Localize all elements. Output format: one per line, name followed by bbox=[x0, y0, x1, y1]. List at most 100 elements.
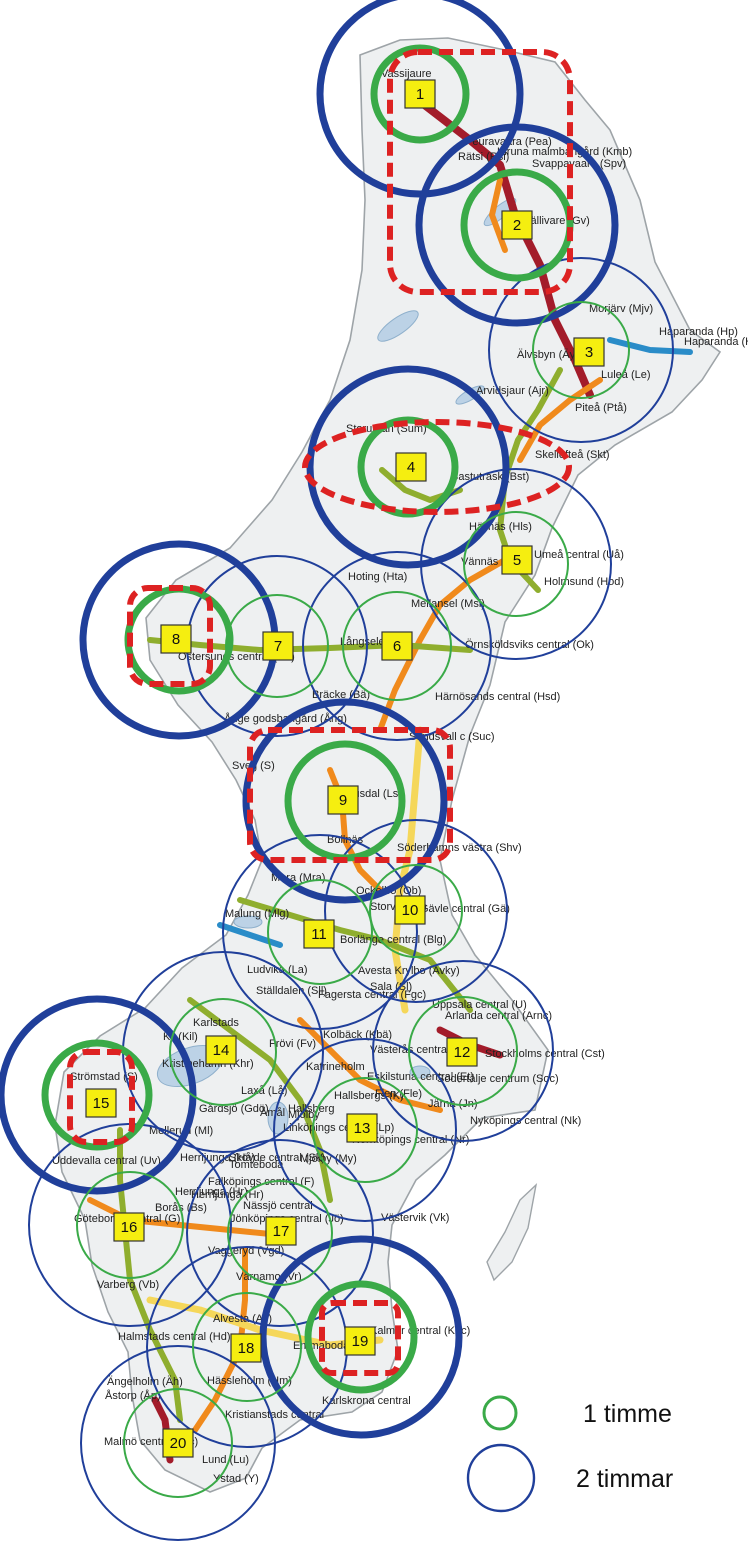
region-marker: 13 bbox=[346, 1113, 378, 1143]
region-box bbox=[162, 1428, 194, 1458]
one-hour-ring bbox=[123, 1388, 233, 1498]
region-number: 7 bbox=[274, 638, 282, 655]
region-number: 6 bbox=[393, 638, 401, 655]
place-label: Piteå (Ptå) bbox=[575, 402, 627, 414]
region-box bbox=[344, 1326, 376, 1356]
region-number: 19 bbox=[352, 1333, 369, 1350]
lake-shape bbox=[233, 915, 263, 929]
two-hour-ring bbox=[259, 1235, 463, 1439]
region-marker: 8 bbox=[160, 624, 192, 654]
place-label: Älvsbyn (Äy) bbox=[517, 349, 579, 361]
place-label: Stockholms central (Cst) bbox=[485, 1048, 605, 1060]
lake-shape bbox=[377, 310, 419, 342]
place-label: Varberg (Vb) bbox=[97, 1279, 159, 1291]
dashed-region-outline bbox=[319, 1300, 401, 1376]
region-marker: 10 bbox=[394, 895, 426, 925]
one-hour-ring bbox=[192, 1292, 302, 1402]
one-hour-ring bbox=[460, 168, 574, 282]
region-number: 17 bbox=[273, 1223, 290, 1240]
one-hour-ring bbox=[225, 594, 329, 698]
region-box bbox=[404, 79, 436, 109]
two-hour-ring bbox=[372, 960, 554, 1142]
rings-layer bbox=[0, 0, 674, 1541]
place-label: Mjölby bbox=[288, 1109, 320, 1121]
place-label: Linköpings central (Lp) bbox=[283, 1122, 394, 1134]
rail-route bbox=[414, 96, 594, 399]
two-hour-ring bbox=[420, 468, 612, 660]
place-label: Södertälje centrum (Soc) bbox=[437, 1073, 559, 1085]
region-marker: 9 bbox=[327, 785, 359, 815]
region-marker: 11 bbox=[303, 919, 335, 949]
place-label: Fagersta central (Fgc) bbox=[318, 989, 426, 1001]
region-number: 5 bbox=[513, 552, 521, 569]
region-number: 8 bbox=[172, 631, 180, 648]
place-label: Vassijaure bbox=[381, 68, 432, 80]
place-label: Bräcke (Bä) bbox=[312, 689, 370, 701]
one-hour-ring bbox=[342, 591, 452, 701]
place-label: Luleå (Le) bbox=[601, 369, 651, 381]
place-label: Malung (Mlg) bbox=[225, 908, 289, 920]
place-label: Vännäs bbox=[461, 556, 499, 568]
region-number: 12 bbox=[454, 1044, 471, 1061]
region-number: 4 bbox=[407, 459, 415, 476]
region-box bbox=[205, 1035, 237, 1065]
two-hour-ring bbox=[488, 257, 674, 443]
legend-one-hour-label: 1 timme bbox=[583, 1400, 672, 1428]
place-label: Morjärv (Mjv) bbox=[589, 303, 653, 315]
region-marker: 16 bbox=[113, 1212, 145, 1242]
place-label: Ängelholm (Äh) bbox=[107, 1376, 183, 1388]
dashed-region-outline bbox=[67, 1049, 135, 1145]
place-label: Strömstad (S) bbox=[70, 1071, 138, 1083]
region-number: 16 bbox=[121, 1219, 138, 1236]
region-box bbox=[381, 631, 413, 661]
place-label: Laxå (Lå) bbox=[241, 1085, 287, 1097]
place-label: Herrljunga (Hå) bbox=[180, 1152, 255, 1164]
region-box bbox=[327, 785, 359, 815]
region-marker: 6 bbox=[381, 631, 413, 661]
place-label: Härnösands central (Hsd) bbox=[435, 691, 560, 703]
region-marker: 19 bbox=[344, 1326, 376, 1356]
two-hour-ring bbox=[306, 365, 510, 569]
region-box bbox=[265, 1216, 297, 1246]
region-number: 3 bbox=[585, 344, 593, 361]
region-box bbox=[501, 210, 533, 240]
place-label: Ljusdal (Ls) bbox=[345, 788, 402, 800]
region-marker: 20 bbox=[162, 1428, 194, 1458]
one-hour-ring bbox=[76, 1171, 184, 1279]
two-hour-ring bbox=[324, 819, 508, 1003]
region-box bbox=[573, 337, 605, 367]
rail-route bbox=[391, 726, 424, 1014]
place-label: Lund (Lu) bbox=[202, 1454, 249, 1466]
place-label: Arlanda central (Arnc) bbox=[445, 1010, 552, 1022]
one-hour-ring bbox=[169, 998, 277, 1106]
one-hour-ring bbox=[267, 879, 373, 985]
place-label: Uddevalla central (Uv) bbox=[52, 1155, 161, 1167]
dashed-region-outline bbox=[247, 727, 453, 863]
place-label: Katrineholm bbox=[306, 1061, 365, 1073]
region-marker: 15 bbox=[85, 1088, 117, 1118]
rail-route bbox=[489, 177, 508, 253]
legend: 1 timme 2 timmar bbox=[466, 1395, 673, 1513]
region-box bbox=[395, 452, 427, 482]
place-label: Ystad (Y) bbox=[213, 1473, 259, 1485]
place-label: Långsele bbox=[340, 636, 385, 648]
region-box bbox=[303, 919, 335, 949]
place-label: Gårdsjö (Gdö) bbox=[199, 1103, 269, 1115]
rail-route bbox=[237, 897, 473, 1013]
place-label: Mellansel (Msl) bbox=[411, 598, 485, 610]
two-hour-ring bbox=[242, 698, 448, 904]
two-hour-ring bbox=[302, 551, 492, 741]
place-label: Hallsbergs (K) bbox=[334, 1090, 404, 1102]
region-number: 18 bbox=[238, 1340, 255, 1357]
region-marker: 7 bbox=[262, 631, 294, 661]
place-label: Svappavaara (Spv) bbox=[532, 158, 626, 170]
place-label: Hoting (Hta) bbox=[348, 571, 407, 583]
rail-route bbox=[297, 1017, 443, 1113]
place-label: Borlänge central (Blg) bbox=[340, 934, 446, 946]
region-box bbox=[230, 1333, 262, 1363]
place-label: Åmål bbox=[260, 1106, 285, 1119]
place-label: Skellefteå (Skt) bbox=[535, 449, 610, 461]
region-box bbox=[160, 624, 192, 654]
region-number: 9 bbox=[339, 792, 347, 809]
region-box bbox=[262, 631, 294, 661]
